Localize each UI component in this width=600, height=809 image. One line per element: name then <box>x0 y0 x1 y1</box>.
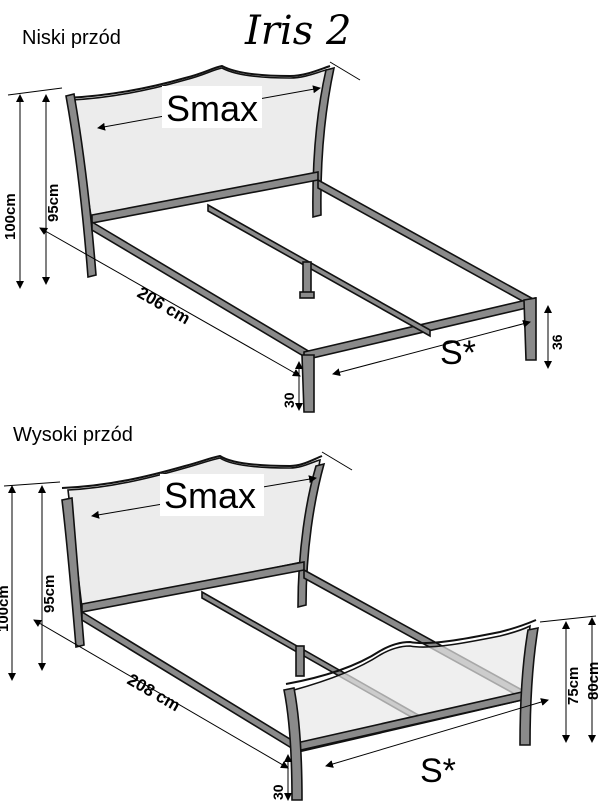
footboard-height-high: 75cm <box>565 667 582 705</box>
foot-total-height-high: 80cm <box>585 662 600 700</box>
height-total-low: 100cm <box>2 193 19 240</box>
bed-low-front: Niski przód Smax 100cm <box>2 27 565 413</box>
center-leg <box>302 261 312 295</box>
heading-high-front: Wysoki przód <box>13 424 133 446</box>
width-label-high: S* <box>420 752 456 790</box>
foot-leg-right <box>523 297 537 361</box>
footboard-panel <box>293 624 531 753</box>
footboard-top-rail <box>285 619 537 685</box>
side-rail-left <box>91 220 311 362</box>
foot-leg-left <box>301 354 315 413</box>
height-board-low: 95cm <box>45 184 62 222</box>
center-foot <box>299 291 315 299</box>
height-board-high: 95cm <box>41 575 58 613</box>
bed-high-front: Wysoki przód Smax 100cm <box>0 424 600 801</box>
smax-label-low: Smax <box>166 88 258 129</box>
leg-height-high: 30 <box>270 784 286 800</box>
height-total-high: 100cm <box>0 585 12 632</box>
center-leg <box>295 645 305 677</box>
length-low: 206 cm <box>134 283 193 328</box>
leg-height-low: 30 <box>281 392 297 408</box>
foot-height-low: 36 <box>549 334 565 350</box>
product-title: Iris 2 <box>244 8 351 54</box>
heading-low-front: Niski przód <box>22 27 121 49</box>
width-label-low: S* <box>440 334 476 372</box>
smax-label-high: Smax <box>164 475 256 516</box>
